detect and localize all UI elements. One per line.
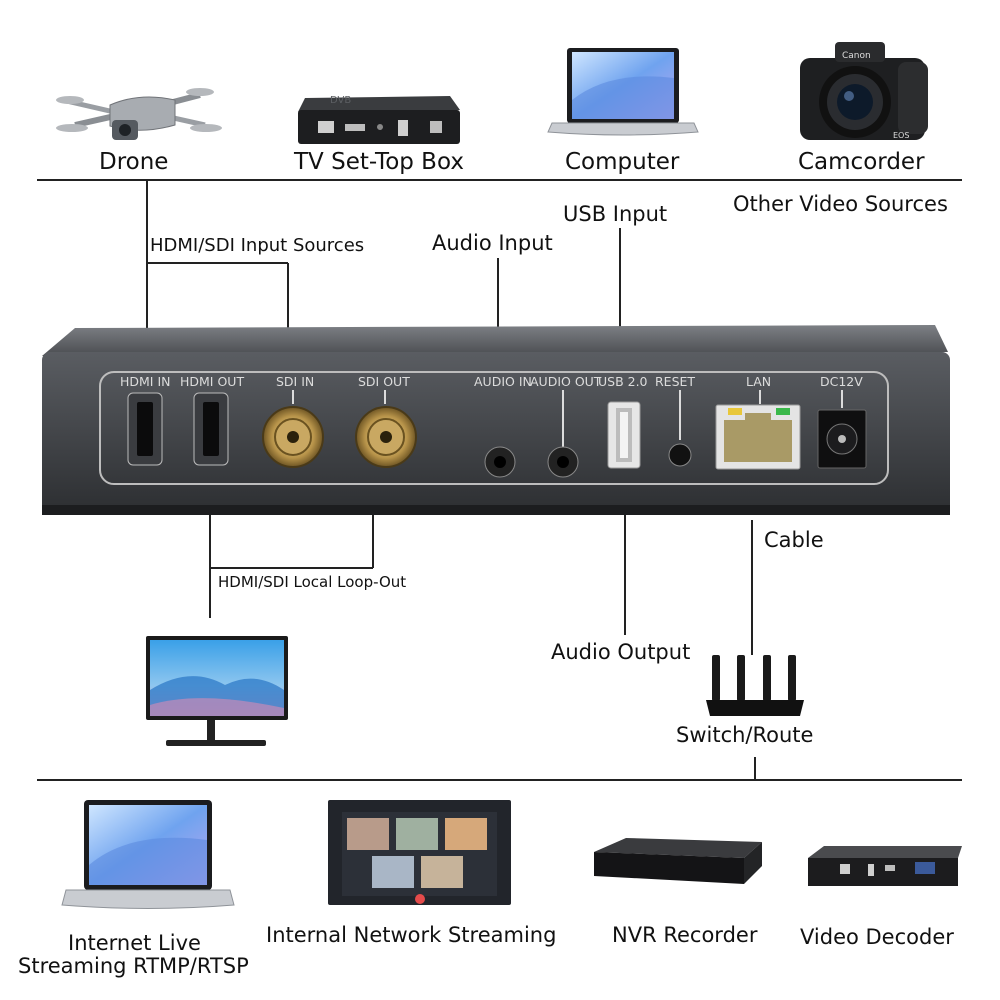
label-loop-out: HDMI/SDI Local Loop-Out — [218, 573, 407, 591]
port-label-hdmi-out: HDMI OUT — [180, 374, 244, 389]
label-drone: Drone — [99, 149, 169, 175]
audio-out-jack — [547, 446, 579, 478]
label-computer: Computer — [565, 149, 680, 175]
nvr-recorder-icon — [594, 838, 762, 884]
reset-button — [668, 443, 692, 467]
port-label-sdi-in: SDI IN — [276, 374, 314, 389]
camera-brand: Canon — [842, 51, 871, 61]
streaming-screen-icon — [328, 800, 511, 905]
label-nvr-recorder: NVR Recorder — [612, 923, 758, 947]
dc-power-port — [817, 409, 867, 469]
port-label-usb: USB 2.0 — [598, 374, 648, 389]
label-internal-streaming: Internal Network Streaming — [266, 923, 557, 947]
router-icon — [706, 655, 804, 716]
label-camcorder: Camcorder — [798, 149, 925, 175]
label-usb-input: USB Input — [563, 202, 668, 226]
label-audio-input: Audio Input — [432, 231, 553, 255]
label-audio-output: Audio Output — [551, 640, 691, 664]
video-decoder-icon — [808, 846, 962, 886]
computer-icon — [547, 48, 699, 136]
port-label-lan: LAN — [746, 374, 771, 389]
port-label-audio-in: AUDIO IN — [474, 374, 532, 389]
camera-model: EOS — [893, 131, 909, 140]
label-streaming-rtmp: Streaming RTMP/RTSP — [18, 954, 249, 978]
port-label-audio-out: AUDIO OUT — [530, 374, 602, 389]
svg-text:DVB: DVB — [330, 95, 351, 106]
port-label-reset: RESET — [655, 374, 695, 389]
label-cable: Cable — [764, 528, 824, 552]
sdi-out-port — [355, 406, 417, 468]
port-label-hdmi-in: HDMI IN — [120, 374, 171, 389]
settop-box-icon: DVB — [298, 95, 460, 144]
label-switch-route: Switch/Route — [676, 723, 814, 747]
label-settop-box: TV Set-Top Box — [294, 149, 464, 175]
port-label-sdi-out: SDI OUT — [358, 374, 410, 389]
usb-port — [607, 401, 641, 469]
label-internet-live: Internet Live — [68, 931, 201, 955]
label-other-sources: Other Video Sources — [733, 192, 948, 216]
label-video-decoder: Video Decoder — [800, 925, 954, 949]
audio-in-jack — [484, 446, 516, 478]
monitor-icon — [146, 636, 288, 746]
encoder-device: HDMI IN HDMI OUT SDI IN SDI OUT AUDIO IN… — [42, 325, 950, 515]
laptop-output-icon — [61, 800, 235, 909]
sdi-in-port — [262, 406, 324, 468]
lan-port — [715, 404, 801, 470]
hdmi-in-port — [127, 392, 163, 466]
drone-icon — [56, 88, 222, 140]
hdmi-out-port — [193, 392, 229, 466]
port-label-dc: DC12V — [820, 374, 863, 389]
label-hdmi-sdi-input: HDMI/SDI Input Sources — [150, 235, 365, 256]
camcorder-icon: Canon EOS — [800, 42, 928, 140]
